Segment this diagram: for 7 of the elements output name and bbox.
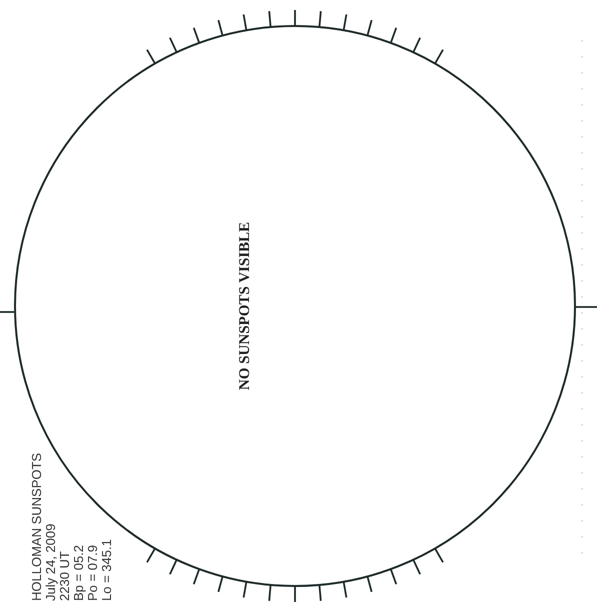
label-text: July 24, 2009 — [44, 522, 58, 601]
label-text: HOLLOMAN SUNSPOTS — [30, 452, 44, 601]
label-text: Lo = 345.1 — [100, 538, 114, 601]
label-text: 2230 UT — [58, 550, 72, 601]
label-text: Po = 07.9 — [86, 544, 100, 601]
disk-note: NO SUNSPOTS VISIBLE — [236, 222, 254, 390]
label-text: Bp = 05.2 — [72, 544, 86, 601]
